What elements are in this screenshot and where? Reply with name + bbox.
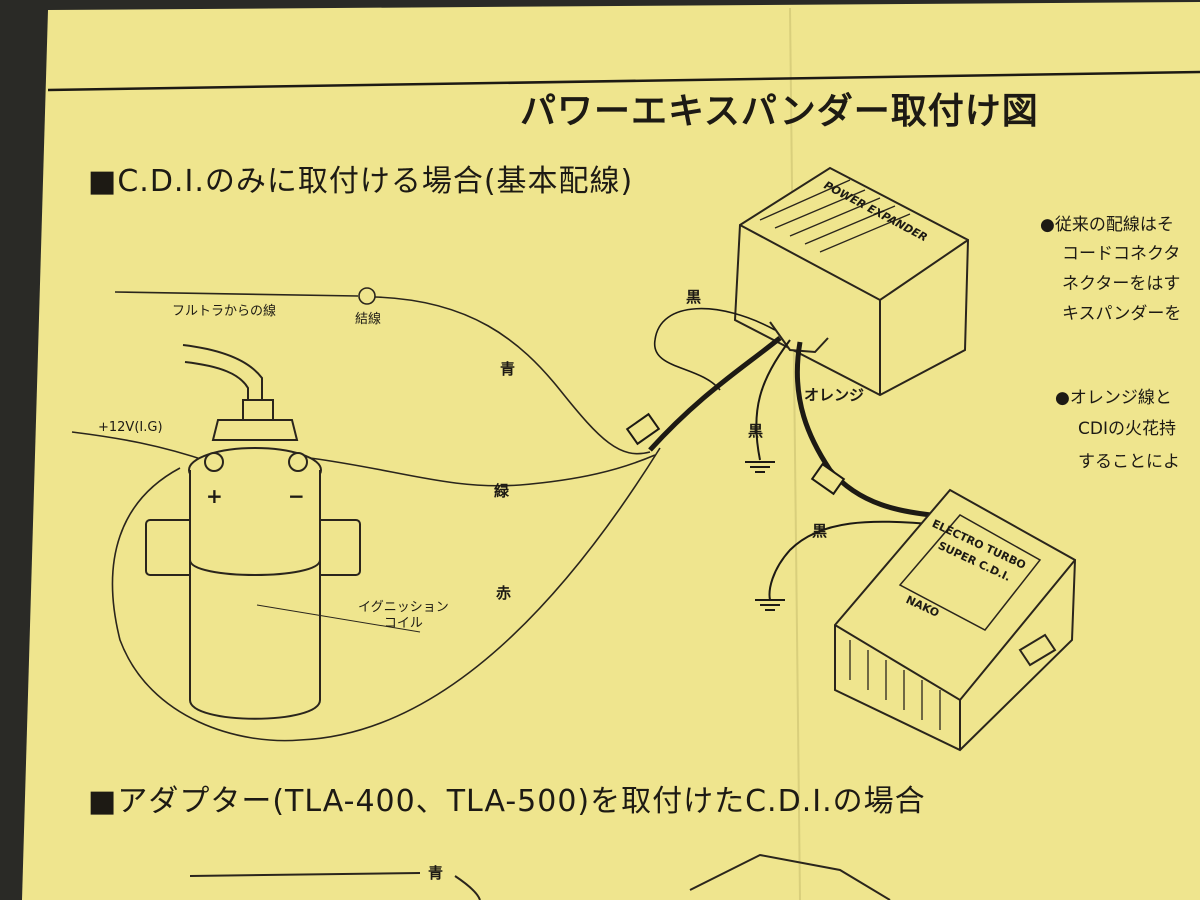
connector-2 xyxy=(810,462,846,496)
page-title: パワーエキスパンダー取付け図 xyxy=(520,91,1039,132)
coil-hv-lead-inner xyxy=(184,361,249,405)
note1-line4: キスパンダーを xyxy=(1062,304,1182,324)
coil-tower xyxy=(211,419,299,441)
wire-green xyxy=(309,454,656,487)
connector-1 xyxy=(625,412,661,446)
lower-wire-bend xyxy=(454,875,481,900)
note1-line1: ●従来の配線はそ xyxy=(1040,215,1174,235)
coil-leader xyxy=(256,604,421,633)
wire-from-full-transistor xyxy=(114,291,359,297)
ground-symbol-2 xyxy=(755,599,785,611)
label-wire-red: 赤 xyxy=(496,584,512,602)
paper-background xyxy=(22,2,1200,900)
harness-main xyxy=(648,336,782,452)
wire-plus12v xyxy=(71,431,211,463)
cdi-black-ground xyxy=(768,520,941,601)
lower-wire-blue xyxy=(189,872,421,877)
section-heading-basic-wiring: ■C.D.I.のみに取付ける場合(基本配線) xyxy=(88,164,634,199)
super-cdi-drawing xyxy=(834,488,1077,752)
ground-symbol-1 xyxy=(745,461,775,473)
harness-black-loop xyxy=(654,307,776,391)
ground-symbols xyxy=(745,461,785,611)
label-minus-terminal: − xyxy=(288,484,305,508)
note2-line3: することによ xyxy=(1078,452,1180,472)
fold-crease xyxy=(789,7,801,900)
label-wire-orange: オレンジ xyxy=(804,386,865,404)
harness-black-ground xyxy=(755,339,791,461)
coil-minus-terminal xyxy=(288,452,308,472)
lower-unit-outline xyxy=(689,853,891,900)
label-wire-black-ground: 黒 xyxy=(748,422,764,440)
wire-red xyxy=(111,447,661,742)
note1-line3: ネクターをはす xyxy=(1062,274,1181,294)
cdi-mount-tab xyxy=(1018,633,1057,667)
coil-band xyxy=(189,559,321,576)
cdi-fins xyxy=(849,640,941,730)
wire-group xyxy=(71,291,661,742)
section-heading-adapter: ■アダプター(TLA-400、TLA-500)を取付けたC.D.I.の場合 xyxy=(88,784,926,819)
label-ignition-coil: イグニッション コイル xyxy=(358,600,449,631)
label-junction: 結線 xyxy=(355,312,382,327)
coil-body xyxy=(189,470,321,720)
cdi-label-panel xyxy=(898,514,1042,631)
note1-line2: コードコネクタ xyxy=(1062,244,1181,264)
label-wire-green: 緑 xyxy=(494,482,510,500)
label-plus-terminal: + xyxy=(206,484,223,508)
label-wire-black-top: 黒 xyxy=(686,288,702,306)
label-wire-blue: 青 xyxy=(500,360,516,378)
lower-diagram-partial xyxy=(189,853,891,900)
label-from-full-transistor: フルトラからの線 xyxy=(172,304,277,319)
label-plus-12v: +12V(I.G) xyxy=(98,420,163,435)
power-expander-drawing xyxy=(733,166,970,397)
wire-blue xyxy=(374,296,651,455)
expander-lead-exit xyxy=(769,321,829,354)
expander-fins xyxy=(759,179,911,253)
coil-plus-terminal xyxy=(204,452,224,472)
label-wire-black-cdi: 黒 xyxy=(812,522,828,540)
junction-node xyxy=(358,287,376,305)
note2-line1: ●オレンジ線と xyxy=(1055,388,1172,408)
label-wire-blue-lower: 青 xyxy=(428,864,444,882)
header-rule xyxy=(47,70,1200,92)
ignition-coil-drawing xyxy=(145,344,361,720)
note2-line2: CDIの火花持 xyxy=(1078,419,1176,439)
